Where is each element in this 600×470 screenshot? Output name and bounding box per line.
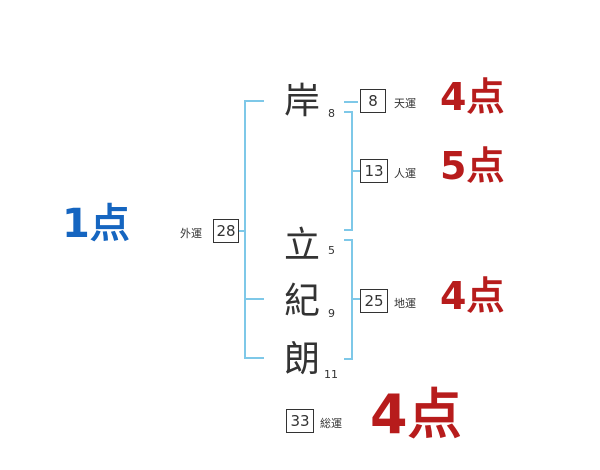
- heaven-score: 4点: [440, 75, 505, 119]
- person-bracket-bottom: [344, 229, 353, 231]
- total-value-box: 33: [286, 409, 314, 433]
- person-score: 5点: [440, 144, 505, 188]
- outer-bracket-top: [244, 100, 264, 102]
- name-char-1: 岸: [284, 81, 321, 122]
- name-char-4: 朗: [284, 339, 321, 380]
- outer-bracket-mid: [244, 298, 264, 300]
- earth-score: 4点: [440, 274, 505, 318]
- heaven-value-box: 8: [360, 89, 386, 113]
- name-char-3: 紀: [284, 281, 321, 322]
- stroke-count-1: 8: [328, 107, 335, 120]
- earth-bracket-connector: [351, 298, 360, 300]
- outer-bracket-bottom: [244, 357, 264, 359]
- person-bracket-top: [344, 111, 353, 113]
- stroke-count-2: 5: [328, 244, 335, 257]
- outer-label: 外運: [180, 227, 202, 240]
- earth-bracket-bottom: [344, 358, 353, 360]
- heaven-connector: [344, 101, 358, 103]
- stroke-count-4: 11: [324, 368, 338, 381]
- name-char-2: 立: [284, 225, 321, 266]
- person-label: 人運: [394, 167, 416, 180]
- person-value-box: 13: [360, 159, 388, 183]
- heaven-label: 天運: [394, 97, 416, 110]
- outer-bracket-vertical: [244, 100, 246, 359]
- total-label: 総運: [320, 417, 342, 430]
- total-score: 4点: [370, 383, 462, 446]
- earth-value-box: 25: [360, 289, 388, 313]
- person-bracket-connector: [351, 170, 360, 172]
- stroke-count-3: 9: [328, 307, 335, 320]
- earth-bracket-top: [344, 239, 353, 241]
- earth-label: 地運: [394, 297, 416, 310]
- outer-bracket-connector: [238, 230, 246, 232]
- outer-score: 1点: [62, 201, 130, 247]
- outer-value-box: 28: [213, 219, 239, 243]
